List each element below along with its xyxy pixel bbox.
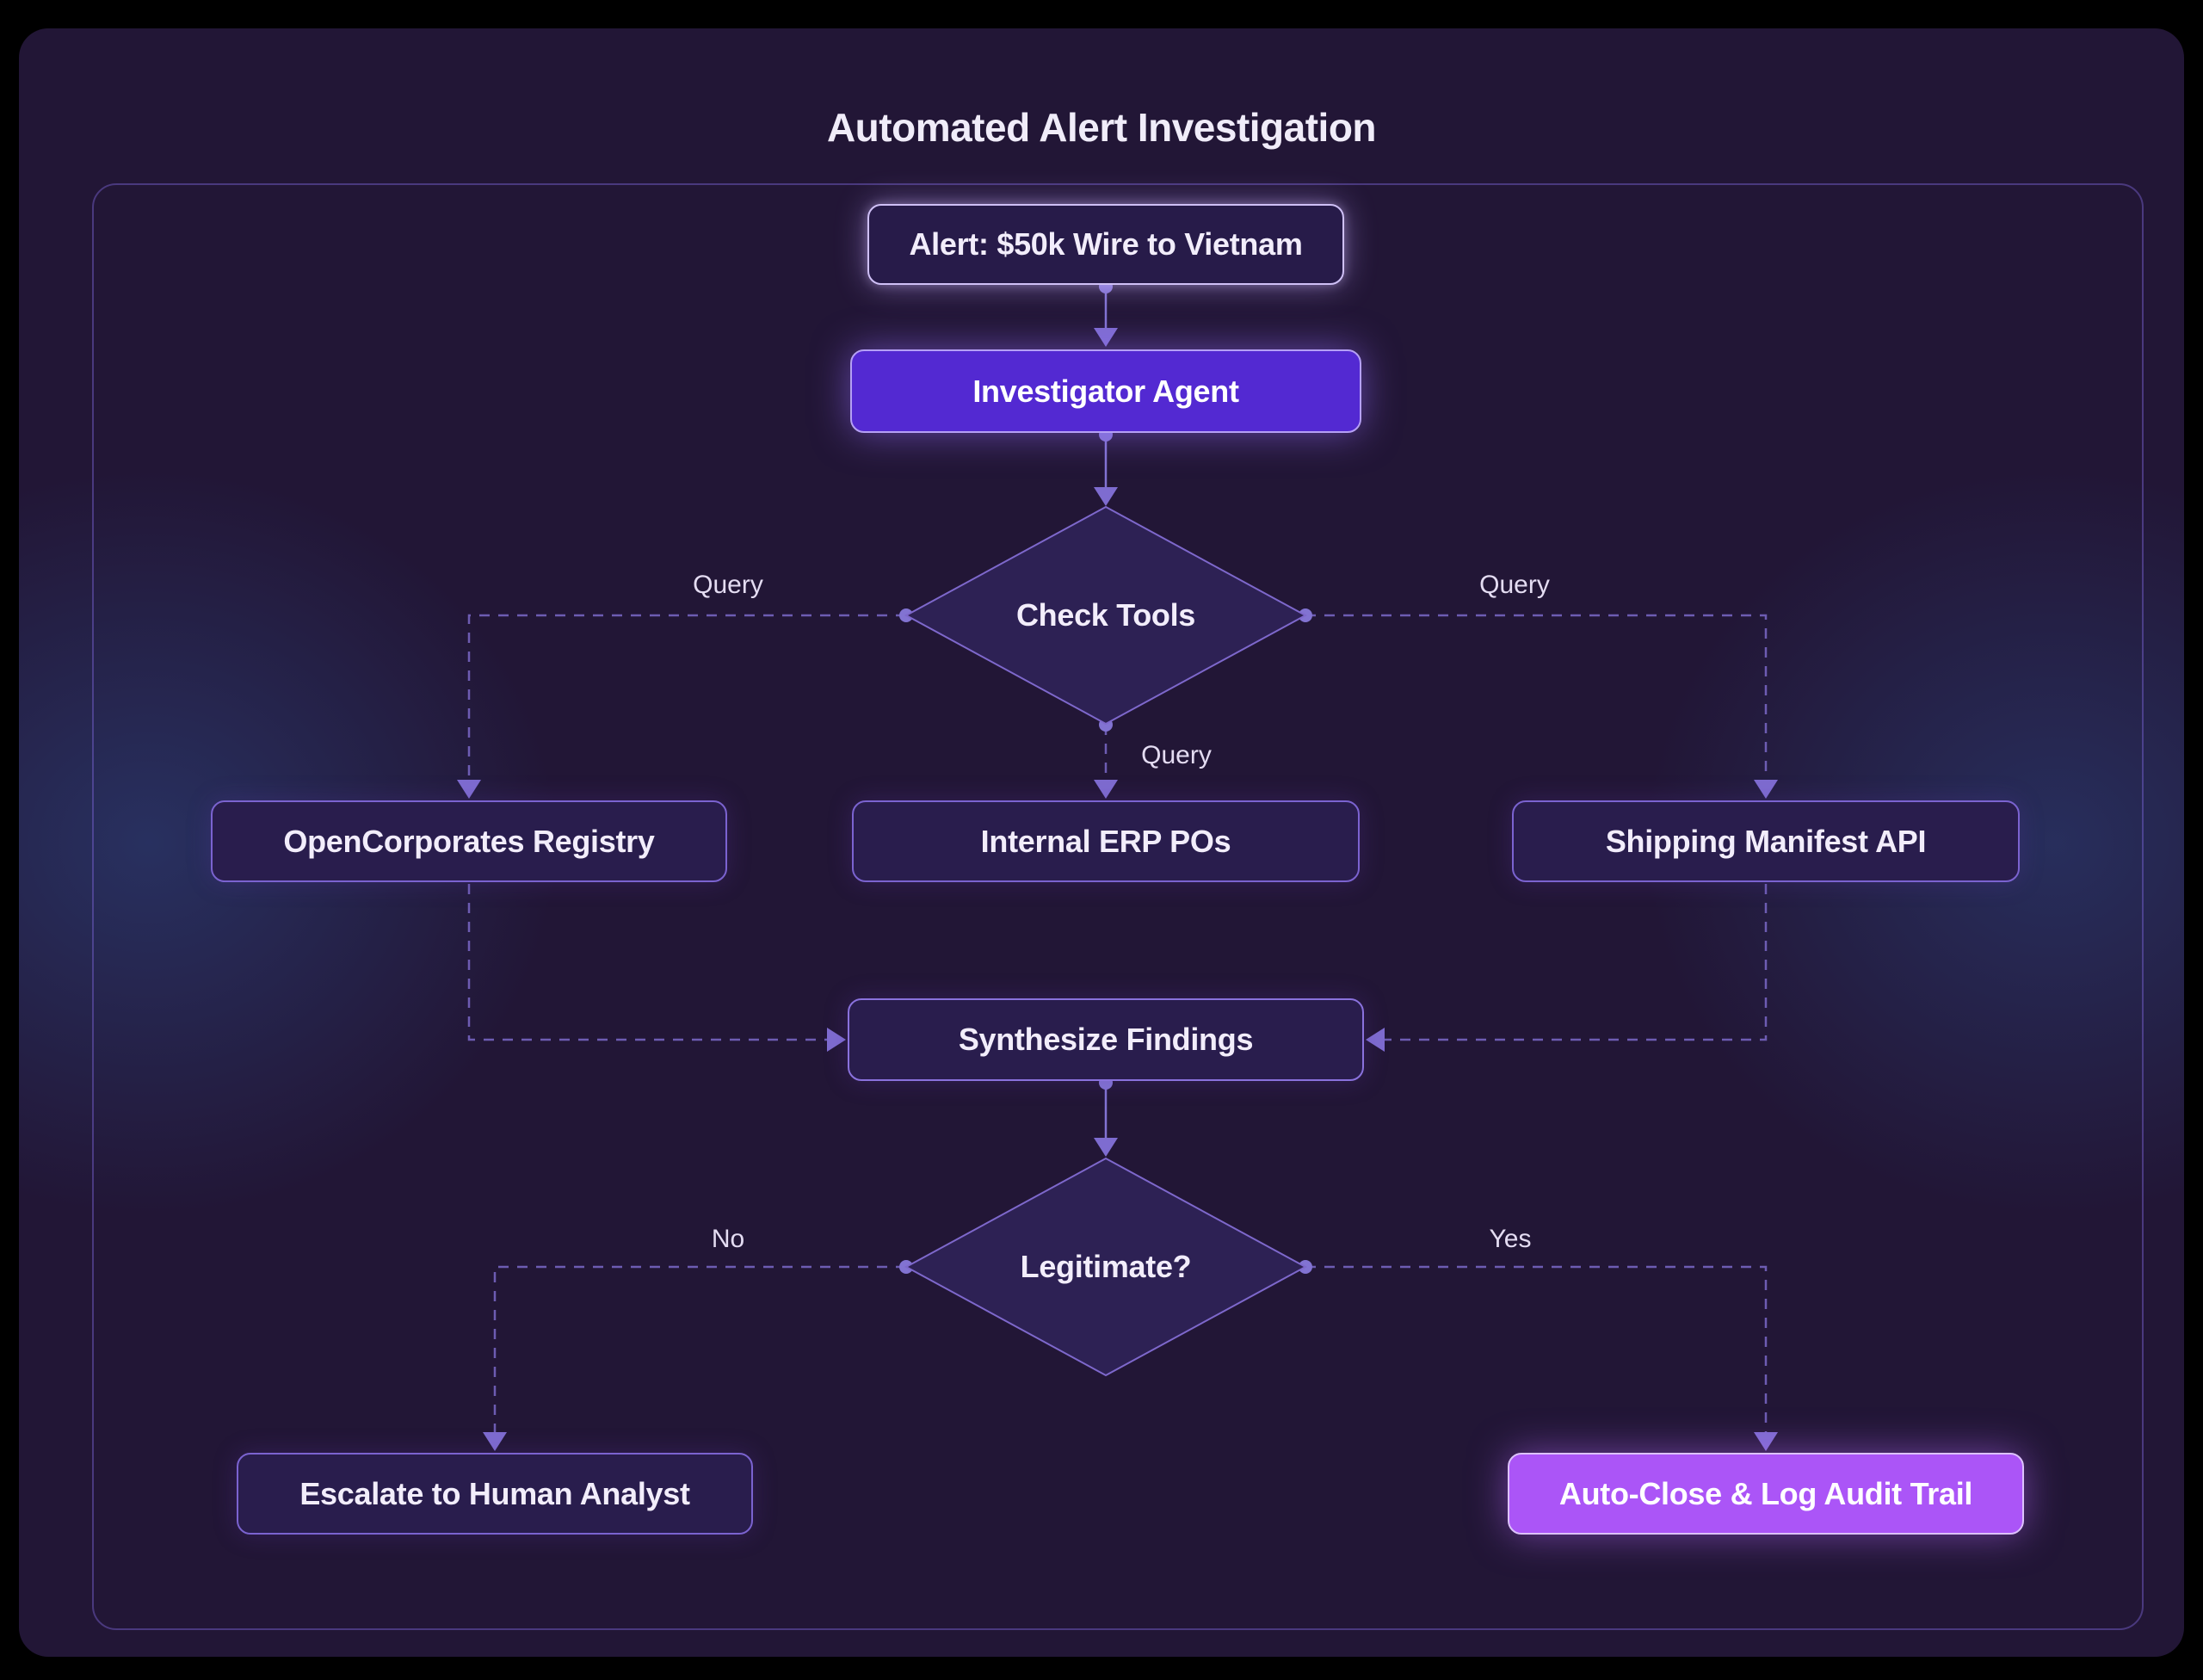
flow-frame	[92, 183, 2144, 1630]
node-autoclose-audit-trail-label: Auto-Close & Log Audit Trail	[1558, 1475, 1973, 1511]
edge-label-no: No	[711, 1225, 745, 1253]
legitimate-diamond	[904, 1157, 1308, 1377]
check-tools-diamond	[904, 505, 1308, 726]
edge-legitimate-escalate	[493, 1265, 906, 1432]
dashed-edges	[467, 614, 1768, 1432]
node-alert: Alert: $50k Wire to Vietnam	[867, 204, 1344, 285]
edge-shipping-synthesize	[1385, 884, 1768, 1041]
node-internal-erp-pos: Internal ERP POs	[852, 800, 1360, 882]
edge-label-query-left: Query	[693, 571, 763, 599]
node-escalate-human-analyst: Escalate to Human Analyst	[237, 1453, 753, 1535]
node-escalate-human-analyst-label: Escalate to Human Analyst	[299, 1475, 690, 1511]
node-investigator-agent-label: Investigator Agent	[972, 373, 1239, 409]
node-shipping-manifest-api: Shipping Manifest API	[1512, 800, 2020, 882]
node-opencorporates-registry: OpenCorporates Registry	[211, 800, 727, 882]
edge-checktools-shipping	[1305, 614, 1768, 780]
node-investigator-agent: Investigator Agent	[850, 349, 1361, 433]
node-legitimate-label: Legitimate?	[1020, 1249, 1192, 1284]
node-opencorporates-registry-label: OpenCorporates Registry	[283, 823, 655, 859]
edge-opencorporates-synthesize	[467, 884, 827, 1041]
edge-label-yes: Yes	[1489, 1225, 1532, 1253]
diagram-title: Automated Alert Investigation	[826, 105, 1377, 150]
node-synthesize-findings: Synthesize Findings	[848, 998, 1364, 1081]
edge-label-query-right: Query	[1479, 571, 1550, 599]
node-shipping-manifest-api-label: Shipping Manifest API	[1605, 823, 1927, 859]
edge-checktools-opencorporates	[467, 614, 906, 780]
edge-label-query-mid: Query	[1141, 741, 1212, 769]
arrowheads	[457, 328, 1778, 1451]
edge-legitimate-autoclose	[1305, 1265, 1768, 1432]
node-internal-erp-pos-label: Internal ERP POs	[980, 823, 1231, 859]
node-alert-label: Alert: $50k Wire to Vietnam	[909, 226, 1303, 262]
node-check-tools-label: Check Tools	[1015, 597, 1196, 633]
node-synthesize-findings-label: Synthesize Findings	[958, 1022, 1254, 1057]
node-autoclose-audit-trail: Auto-Close & Log Audit Trail	[1508, 1453, 2024, 1535]
